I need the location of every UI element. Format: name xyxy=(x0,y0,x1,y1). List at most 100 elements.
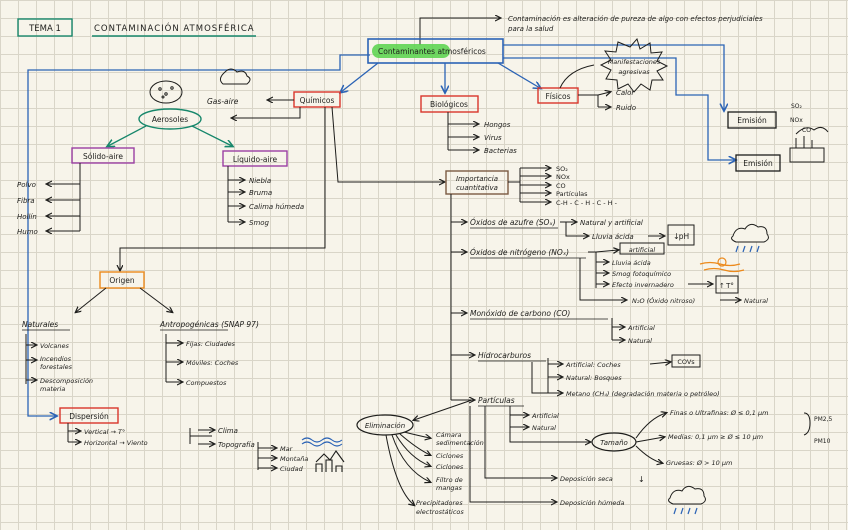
particulas-gruesas: Gruesas: Ø > 10 µm xyxy=(666,459,732,467)
dispersion-clima: Clima xyxy=(218,427,238,435)
antropo-origin-item: Fijas: Ciudades xyxy=(186,340,236,348)
tema-label: TEMA 1 xyxy=(28,24,61,34)
natural-origin-item: materia xyxy=(40,385,65,393)
emision-species: CO xyxy=(802,127,811,134)
eliminacion-item: mangas xyxy=(436,484,463,492)
particulas-natural: Natural xyxy=(532,424,556,432)
biologicos-branch: Biológicos Hongos Virus Bacterias xyxy=(420,95,517,155)
solido-item: Humo xyxy=(17,228,38,236)
particulas-label: Partículas xyxy=(478,396,515,405)
fisicos-item: Ruido xyxy=(616,104,636,112)
aerosoles-node xyxy=(138,108,202,130)
particulas-pm10: PM10 xyxy=(814,438,831,445)
importancia-item: SO₂ xyxy=(556,165,568,173)
hidrocarburos-label: Hidrocarburos xyxy=(478,351,531,360)
ph-label: pH xyxy=(679,232,689,241)
dispersion-label: Dispersión xyxy=(69,412,109,421)
dispersion-vertical: Vertical → T° xyxy=(84,428,125,436)
emision-top-label: Emisión xyxy=(737,116,767,125)
natural-origin-item: forestales xyxy=(40,363,73,371)
definition-line-1: Contaminación es alteración de pureza de… xyxy=(508,15,763,23)
definition-line-2: para la salud xyxy=(507,25,554,33)
antropo-origin-item: Compuestos xyxy=(186,379,227,387)
importancia-item: C-H - C - H - C - H - xyxy=(556,199,618,207)
quimicos-label: Químicos xyxy=(300,96,335,105)
hidrocarburos-artificial: Artificial: Coches xyxy=(565,361,621,369)
origen-label: Origen xyxy=(109,276,134,285)
monoxido-item: Artificial xyxy=(627,324,655,332)
cov-box xyxy=(671,354,701,368)
quimicos-branch: Químicos Gas-aire Aerosoles Sólido-aire … xyxy=(17,68,444,270)
oxidos-nitrogeno-label: Óxidos de nitrógeno (NOₓ) xyxy=(470,248,569,257)
page-title: CONTAMINACIÓN ATMOSFÉRICA xyxy=(94,22,255,34)
topography-drawings xyxy=(301,437,345,472)
manifestaciones-burst xyxy=(599,37,669,93)
importancia-item: CO xyxy=(556,182,566,190)
fisicos-label: Físicos xyxy=(545,92,570,101)
origen-box xyxy=(99,271,145,289)
liquido-item: Smog xyxy=(249,219,270,227)
ph-box xyxy=(667,224,695,246)
particulas-artificial: Artificial xyxy=(531,412,559,420)
importancia-branch: Importancia cuantitativa SO₂ NOx CO Part… xyxy=(445,165,618,207)
naturales-label: Naturales xyxy=(22,320,58,329)
liquido-aire-box xyxy=(222,150,288,167)
oxidos-azufre: Óxidos de azufre (SOₓ) Natural y artific… xyxy=(451,218,769,253)
temp-box xyxy=(715,275,739,294)
center-label: Contaminantes atmosféricos xyxy=(378,47,486,56)
importancia-item: Partículas xyxy=(556,190,588,198)
solido-item: Hollín xyxy=(17,213,37,221)
biologicos-item: Bacterias xyxy=(484,147,517,155)
nitrogeno-natural: Natural xyxy=(744,297,768,305)
eliminacion-node xyxy=(356,414,414,436)
eliminacion-item: Filtro de xyxy=(436,476,463,484)
monoxido-item: Natural xyxy=(628,337,652,345)
dispersion-horizontal: Horizontal → Viento xyxy=(84,439,148,447)
hidrocarburos-natural: Natural: Bosques xyxy=(566,374,622,382)
solido-aire-label: Sólido-aire xyxy=(83,152,123,161)
factory-drawing xyxy=(789,126,829,163)
oxidos-azufre-label: Óxidos de azufre (SOₓ) xyxy=(470,218,556,227)
importancia-label-1: Importancia xyxy=(456,175,498,183)
small-rain-drawing xyxy=(668,485,706,515)
artificial-box xyxy=(619,242,665,255)
eliminacion-item: electrostáticos xyxy=(416,508,464,516)
center-node: Contaminantes atmosféricos xyxy=(367,38,504,64)
dispersion-topografia: Topografía xyxy=(218,441,255,449)
antropo-origin-item: Móviles: Coches xyxy=(186,359,239,367)
manifestaciones-line: agresivas xyxy=(618,68,650,76)
emision-branch: Emisión Emisión SO₂ NOx CO xyxy=(727,103,829,172)
monoxido-label: Monóxido de carbono (CO) xyxy=(470,309,570,318)
rain-cloud-drawing xyxy=(731,223,769,253)
cov-label: COVs xyxy=(677,358,695,366)
particulas-medias: Medias: 0,1 µm ≥ Ø ≤ 10 µm xyxy=(668,433,763,441)
origen: Origen Naturales Volcanes Incendios fore… xyxy=(22,271,259,393)
dispersion-box xyxy=(59,407,119,424)
eliminacion-item: Precipitadores xyxy=(416,499,463,507)
fisicos-branch: Físicos Calor Ruido Manifestaciones agre… xyxy=(537,37,669,112)
nitrogeno-n2o: N₂O (Óxido nitroso) xyxy=(632,296,695,305)
fisicos-item: Calor xyxy=(616,89,635,97)
center-highlight xyxy=(372,44,450,58)
particulas: Partículas Artificial Natural Tamaño Fin… xyxy=(414,396,833,515)
oxidos-azufre-lluvia: Lluvia ácida xyxy=(592,233,634,241)
center-arrows xyxy=(27,44,735,416)
solido-item: Fibra xyxy=(17,197,35,205)
eliminacion-item: sedimentación xyxy=(436,439,484,447)
emision-species: NOx xyxy=(790,117,803,124)
temp-label: T° xyxy=(725,282,734,290)
nitrogeno-item: Lluvia ácida xyxy=(612,259,651,267)
tamano-label: Tamaño xyxy=(600,439,628,447)
emision-top-box xyxy=(727,111,777,129)
eliminacion-item: Ciclones xyxy=(436,452,464,460)
monoxido: Monóxido de carbono (CO) Artificial Natu… xyxy=(451,309,655,345)
oxidos-nitrogeno: Óxidos de nitrógeno (NOₓ) artificial Llu… xyxy=(451,242,768,305)
importancia-label-2: cuantitativa xyxy=(456,184,498,192)
emision-bottom-label: Emisión xyxy=(743,159,773,168)
liquido-item: Niebla xyxy=(249,177,271,185)
natural-origin-item: Incendios xyxy=(40,355,72,363)
tema-box xyxy=(17,18,73,37)
smog-drawing xyxy=(699,257,745,273)
hidrocarburos-metano: Metano (CH₄) (degradación materia o petr… xyxy=(566,390,720,398)
